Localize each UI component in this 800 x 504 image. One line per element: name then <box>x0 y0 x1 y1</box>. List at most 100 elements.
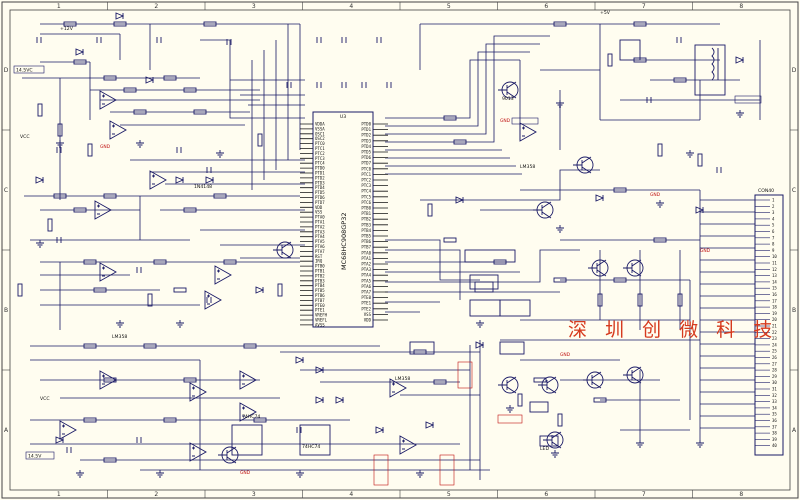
mcu-pin-label: PTC0 <box>315 141 325 146</box>
ic-block <box>231 424 263 456</box>
transistor-leads <box>498 81 517 99</box>
resistor-icon <box>443 115 457 121</box>
resistor-icon <box>633 21 647 27</box>
resistor-icon <box>53 193 67 199</box>
resistor-icon <box>613 277 627 283</box>
diode-icon <box>145 76 155 84</box>
capacitor-icon <box>376 37 382 43</box>
resistor-icon <box>133 109 147 115</box>
opamp-label-2: LM358 <box>395 376 410 382</box>
resistor-icon <box>533 377 547 383</box>
resistor-icon <box>17 283 23 297</box>
opamp-label-3: LM358 <box>520 164 535 170</box>
ground-icon <box>556 225 564 233</box>
capacitor-icon <box>156 37 162 43</box>
mcu-pin-label: PTE0 <box>361 295 371 300</box>
connector-pin-number: 10 <box>772 254 777 259</box>
mcu-pin-label: PTB3 <box>361 222 371 227</box>
mcu-pin-label: PTB0 <box>361 206 371 211</box>
bottom-left-connector-label: 14.5V <box>28 454 42 460</box>
v12-label: +12V <box>60 26 74 32</box>
mcu-pin-label: VDD <box>315 205 323 210</box>
mcu-pin-label: VDDA <box>315 122 325 127</box>
ic-block <box>299 424 331 456</box>
mcu-pin-label: PTE2 <box>361 306 371 311</box>
resistor-icon <box>673 77 687 83</box>
connector-pins: 1234567891011121314151617181920212223242… <box>755 198 777 448</box>
opamp-icon <box>389 378 407 398</box>
capacitor-icon <box>341 37 347 43</box>
mcu-pin-label: PTB4 <box>361 228 371 233</box>
net-labels: 14.5VC 14.5V GND GND GND GND GND GND VCC… <box>13 10 711 476</box>
connector-pin-number: 9 <box>772 248 775 253</box>
mcu-part-number: MC68HC908GP32 <box>340 213 348 270</box>
border-col-top: 7 <box>642 3 646 10</box>
ground-icon <box>296 470 304 478</box>
capacitor-icon <box>36 37 42 43</box>
border-col-top: 2 <box>154 3 158 10</box>
mcu-pin-label: PTA7 <box>315 249 325 254</box>
connector-pin-number: 29 <box>772 374 777 379</box>
capacitor-icon <box>206 297 212 303</box>
capacitor-icon <box>646 97 652 103</box>
resistor-icon <box>557 413 563 427</box>
diode-icon <box>475 341 485 349</box>
opamp-sign <box>192 386 195 397</box>
mcu-pin-label: PTA5 <box>315 239 325 244</box>
capacitor-icon <box>136 437 142 443</box>
diode-icon <box>55 436 65 444</box>
capacitor-icon <box>286 82 292 88</box>
mcu-pin-label: PTE1 <box>315 308 325 313</box>
ground-icon <box>736 110 744 118</box>
border-row-left: B <box>4 307 8 314</box>
optocoupler-icon <box>539 435 559 447</box>
connector-pin-number: 2 <box>772 204 775 209</box>
mcu-pin-label: PTD1 <box>315 171 325 176</box>
mcu-pin-label: PTC3 <box>361 183 371 188</box>
mcu-pin-label: PTB0 <box>315 264 325 269</box>
diode-icon <box>255 286 265 294</box>
net-flags <box>373 95 762 486</box>
border-row-left: D <box>4 67 9 74</box>
capacitor-icon <box>56 237 62 243</box>
capacitor-icon <box>176 147 182 153</box>
connector-pin-number: 36 <box>772 418 777 423</box>
diode-icon <box>115 12 125 20</box>
resistor-icon <box>553 21 567 27</box>
border-row-left: C <box>4 187 8 194</box>
resistor-icon <box>453 139 467 145</box>
ground-icon <box>636 440 644 448</box>
mcu-pin-label: PTC6 <box>361 200 371 205</box>
gnd-label-3: GND <box>700 248 711 254</box>
ic-block <box>694 44 726 96</box>
connector-pin-number: 34 <box>772 405 777 410</box>
resistor-icon <box>183 377 197 383</box>
opamp-sign <box>207 294 210 305</box>
ground-icon <box>696 440 704 448</box>
capacitor-icon <box>136 267 142 273</box>
diode-icon <box>375 426 385 434</box>
mcu-pin-label: PTD7 <box>315 200 325 205</box>
mcu-pin-label: PTD4 <box>361 144 371 149</box>
mcu-pin-label: PTD3 <box>315 180 325 185</box>
mcu-pin-label: PTC1 <box>315 146 325 151</box>
connector-pin-number: 27 <box>772 361 777 366</box>
border-row-right: A <box>792 427 797 434</box>
mcu-pin-label: PTA6 <box>315 244 325 249</box>
resistor-icon <box>153 259 167 265</box>
mcu-pin-label: PTC3 <box>315 156 325 161</box>
diode-icon <box>295 356 305 364</box>
border-col-bottom: 1 <box>57 491 61 498</box>
border-col-top: 1 <box>57 3 61 10</box>
mcu-pin-label: PTA3 <box>361 267 371 272</box>
connector-pin-number: 5 <box>772 223 775 228</box>
diode-icon <box>455 196 465 204</box>
connector-pin-number: 12 <box>772 267 777 272</box>
connector-pin-number: 38 <box>772 431 777 436</box>
opamp-icon <box>99 90 117 110</box>
ground-icon <box>556 100 564 108</box>
border-col-bottom: 5 <box>447 491 451 498</box>
mcu-pin-label: PTC0 <box>361 166 371 171</box>
opamp-icon <box>59 420 77 440</box>
resistor-icon <box>123 87 137 93</box>
